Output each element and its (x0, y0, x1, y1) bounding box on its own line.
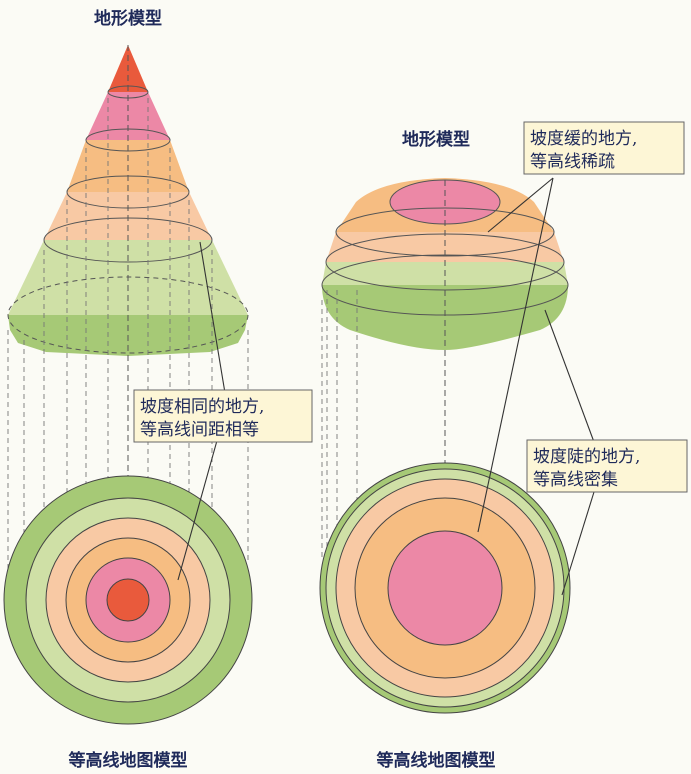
steep-slope-leader-down (561, 491, 595, 596)
dome-band-green (322, 285, 568, 350)
gentle-slope-leader-down (477, 177, 554, 533)
gentle-slope-box (523, 121, 685, 175)
equal-slope-box (133, 389, 313, 443)
equal-slope-leader-up (199, 241, 226, 394)
gentle-slope-line-2: 等高线稀疏 (530, 152, 615, 172)
cone-contour-map (3, 475, 253, 725)
equal-slope-leader-down (177, 436, 219, 581)
dome-contour-top (387, 530, 503, 646)
gentle-slope-callout: 坡度缓的地方, 等高线稀疏 (523, 121, 685, 175)
steep-slope-line-2: 等高线密集 (533, 470, 618, 490)
steep-slope-leader-up (544, 309, 595, 443)
gentle-slope-leader-up (487, 177, 554, 233)
equal-slope-line-2: 等高线间距相等 (140, 420, 259, 440)
gentle-slope-line-1: 坡度缓的地方, (530, 129, 637, 149)
steep-slope-callout: 坡度陡的地方, 等高线密集 (526, 439, 688, 493)
right-terrain-title: 地形模型 (402, 129, 470, 150)
equal-slope-line-1: 坡度相同的地方, (140, 397, 264, 417)
left-map-caption: 等高线地图模型 (69, 750, 188, 771)
dome-terrain-model (321, 178, 569, 600)
left-terrain-title: 地形模型 (94, 8, 162, 29)
equal-slope-callout: 坡度相同的地方, 等高线间距相等 (133, 389, 313, 443)
dome-band-peach (326, 232, 564, 262)
dome-contour-map (319, 462, 571, 714)
cone-terrain-model (7, 45, 249, 590)
steep-slope-box (526, 439, 688, 493)
callout-leaders (177, 177, 595, 596)
steep-slope-line-1: 坡度陡的地方, (533, 447, 640, 467)
cone-contour-peak (106, 578, 150, 622)
right-map-caption: 等高线地图模型 (377, 750, 496, 771)
